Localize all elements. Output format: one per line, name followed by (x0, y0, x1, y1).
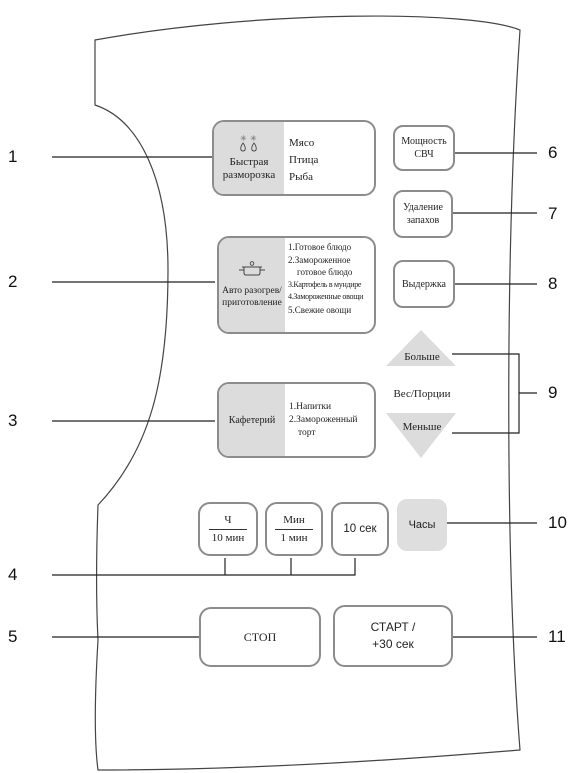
start-button[interactable]: СТАРТ / +30 сек (333, 605, 453, 667)
panel-outline (94, 15, 521, 771)
cafeteria-option-1: 1.Напитки (289, 402, 332, 412)
svg-text:✳: ✳ (240, 134, 247, 143)
weight-less-button[interactable]: Меньше (402, 421, 442, 433)
svg-text:✳: ✳ (250, 134, 257, 143)
hours-10min-fraction: Ч 10 мин (209, 514, 247, 545)
auto-cook-option-5: 5.Свежие овощи (288, 304, 352, 315)
weight-more-button[interactable]: Больше (404, 351, 440, 363)
weight-down-arrow-icon (386, 413, 456, 458)
defrost-options: Мясо Птица Рыба (289, 135, 318, 186)
min-divider (275, 528, 313, 530)
min-1min-fraction: Мин 1 мин (275, 514, 313, 545)
weight-up-arrow-icon (386, 330, 456, 366)
defrost-option-meat: Мясо (289, 137, 315, 149)
auto-cook-label-area: Авто разогрев/ приготовление (219, 238, 285, 332)
callout-10: 10 (548, 513, 567, 532)
callout-8: 8 (548, 274, 558, 293)
microwave-power-line2: СВЧ (414, 149, 434, 160)
clock-label: Часы (408, 518, 436, 531)
microwave-power-button[interactable]: Мощность СВЧ (393, 125, 455, 171)
ten-sec-button[interactable]: 10 сек (331, 502, 389, 556)
defrost-option-fish: Рыба (289, 171, 313, 183)
callout-4: 4 (8, 565, 18, 584)
odor-removal-line1: Удаление (403, 202, 443, 213)
min-1min-button[interactable]: Мин 1 мин (265, 502, 323, 556)
callout-3: 3 (8, 411, 18, 430)
quick-defrost-button[interactable]: ✳ ✳ Быстрая разморозка Мясо Птица Рыба (212, 120, 376, 196)
hours-10min-button[interactable]: Ч 10 мин (198, 502, 258, 556)
leader-line-4a (52, 558, 226, 576)
pot-icon (237, 261, 267, 282)
cafeteria-button[interactable]: Кафетерий 1.Напитки 2.Замороженный торт (217, 382, 376, 458)
leader-line-4c (225, 558, 356, 576)
auto-cook-option-4: 4.Замороженные овощи (288, 292, 364, 301)
stop-button[interactable]: СТОП (199, 607, 321, 667)
auto-cook-label-line1: Авто разогрев/ (222, 286, 282, 296)
stop-label: СТОП (243, 629, 277, 644)
quick-defrost-label-area: ✳ ✳ Быстрая разморозка (214, 122, 284, 194)
hours-label: Ч (224, 513, 232, 526)
hold-button[interactable]: Выдержка (393, 260, 455, 308)
one-min-label: 1 мин (280, 531, 308, 544)
callout-1: 1 (8, 147, 18, 166)
cafeteria-options: 1.Напитки 2.Замороженный торт (289, 401, 357, 440)
callout-6: 6 (548, 143, 558, 162)
auto-cook-option-1: 1.Готовое блюдо (288, 242, 352, 252)
snowflake-drops-icon: ✳ ✳ (238, 134, 260, 154)
auto-cook-options: 1.Готовое блюдо 2.Замороженное готовое б… (288, 241, 363, 316)
min-label: Мин (283, 513, 305, 526)
auto-cook-option-3: 3.Картофель в мундире (288, 279, 362, 289)
hours-divider (209, 528, 247, 530)
start-label-line1: СТАРТ / (370, 620, 416, 634)
callout-5: 5 (8, 627, 18, 646)
cafeteria-label-area: Кафетерий (219, 384, 285, 456)
cafeteria-option-2: 2.Замороженный (289, 415, 358, 425)
odor-removal-button[interactable]: Удаление запахов (393, 190, 453, 238)
defrost-option-poultry: Птица (289, 154, 319, 166)
callout-11: 11 (548, 627, 566, 646)
quick-defrost-label-line2: разморозка (222, 169, 276, 181)
auto-cook-option-2-cont: готовое блюдо (297, 267, 353, 277)
callout-7: 7 (548, 204, 558, 223)
callout-9: 9 (548, 383, 558, 402)
odor-removal-line2: запахов (406, 215, 440, 226)
quick-defrost-label-line1: Быстрая (229, 156, 269, 168)
microwave-power-line1: Мощность (401, 136, 447, 147)
ten-min-label: 10 мин (211, 531, 245, 544)
clock-button[interactable]: Часы (397, 499, 447, 551)
auto-cook-option-2: 2.Замороженное (288, 254, 351, 265)
start-label-line2: +30 сек (372, 637, 414, 651)
cafeteria-label: Кафетерий (228, 414, 276, 426)
cafeteria-option-2-cont: торт (298, 428, 316, 438)
callout-2: 2 (8, 272, 18, 291)
weight-portions-label: Вес/Порции (393, 388, 451, 400)
ten-sec-label: 10 сек (343, 522, 377, 535)
auto-cook-button[interactable]: Авто разогрев/ приготовление 1.Готовое б… (217, 236, 376, 334)
auto-cook-label-line2: приготовление (222, 298, 282, 308)
leader-lines (52, 152, 537, 638)
hold-label: Выдержка (402, 278, 446, 290)
